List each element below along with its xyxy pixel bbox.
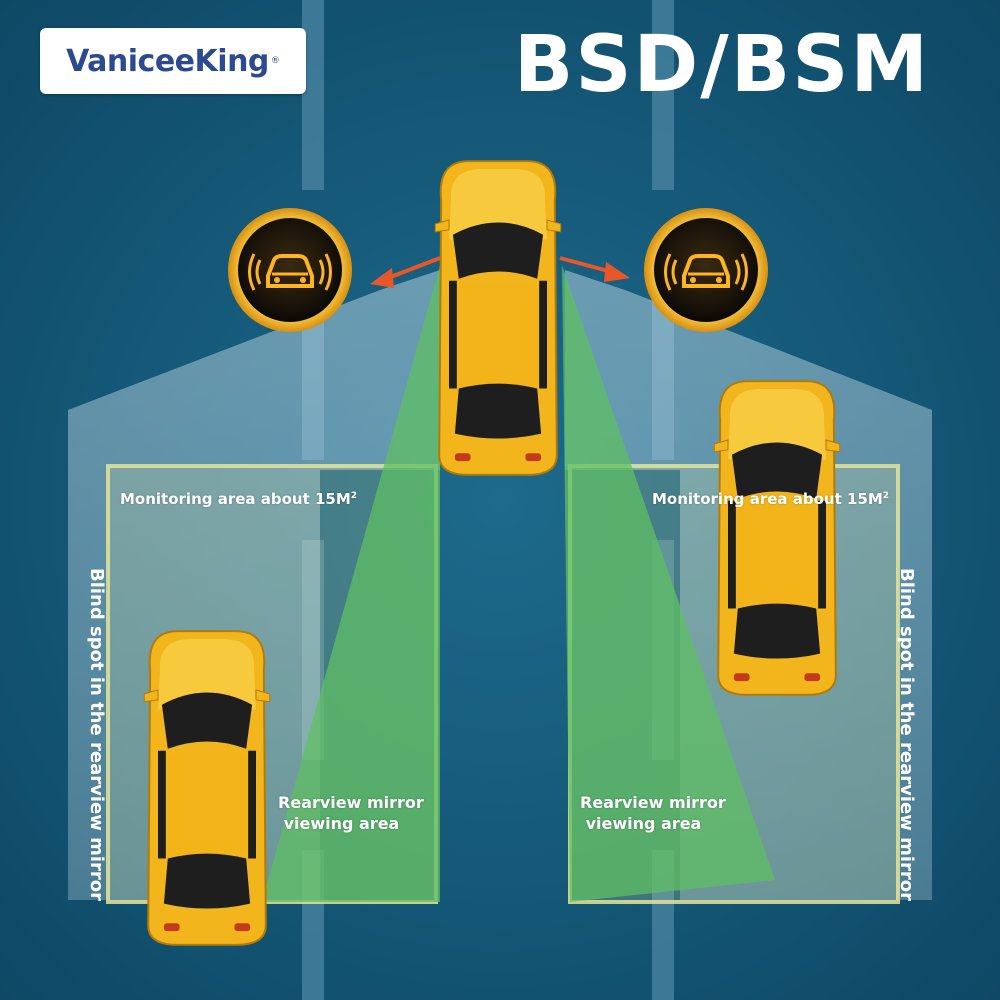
monitoring-text: Monitoring area about 15M [120,490,351,508]
car-radar-warning-icon [228,208,352,332]
main-car [434,160,562,476]
right-arrow [559,256,630,282]
brand-registered-mark: ® [270,56,280,66]
left-monitoring-label: Monitoring area about 15M2 [120,490,357,508]
right-monitoring-label: Monitoring area about 15M2 [652,490,889,508]
brand-logo: VaniceeKing® [40,28,306,94]
right-blind-spot-label: Blind spot in the rearview mirror [896,568,917,902]
left-blind-spot-label: Blind spot in the rearview mirror [86,568,107,902]
left-arrow [370,256,441,288]
monitoring-text: Monitoring area about 15M [652,490,883,508]
car-radar-warning-icon [644,208,768,332]
lane-line [302,0,324,190]
page-title: BSD/BSM [513,20,930,110]
right-rearview-label: Rearview mirror viewing area [580,793,726,833]
brand-name: VaniceeKing [66,43,269,79]
right-adjacent-car [713,380,841,696]
lane-line [652,0,674,190]
left-rearview-label: Rearview mirror viewing area [278,793,424,833]
right-mirror-view-area [562,265,775,902]
left-mirror-view-area [262,265,440,902]
left-following-car [143,630,271,946]
monitoring-superscript: 2 [882,491,890,501]
monitoring-superscript: 2 [350,491,358,501]
